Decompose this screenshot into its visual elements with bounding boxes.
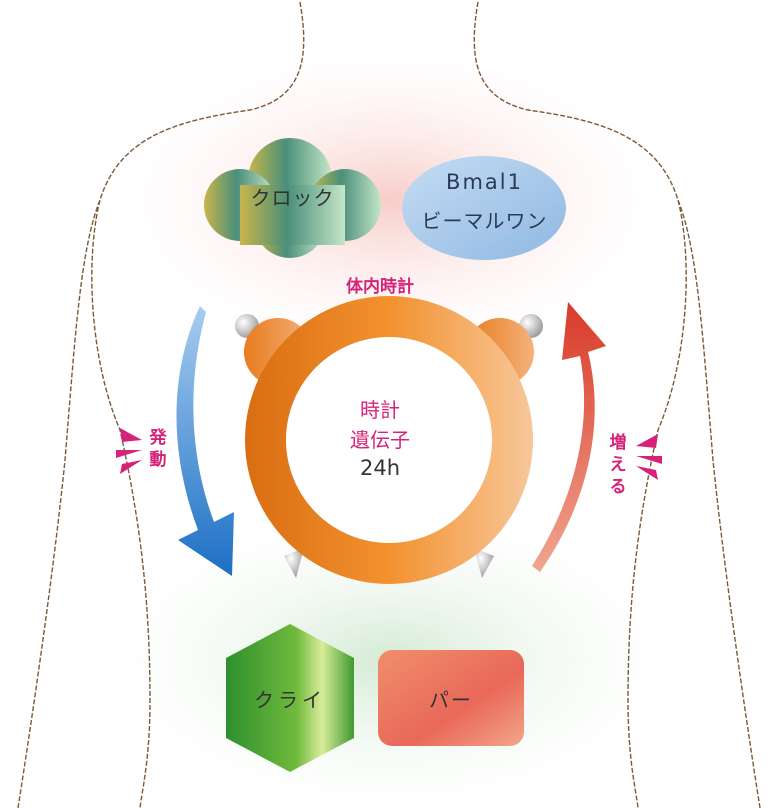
clock-title: 体内時計 xyxy=(346,277,414,297)
right-burst-icon xyxy=(636,434,662,480)
rect-label: パー xyxy=(429,688,473,712)
hexagon-label: クライ xyxy=(254,688,326,712)
clock-center-line1: 時計 xyxy=(360,398,400,422)
per-rect xyxy=(378,650,524,746)
cloud-shape xyxy=(204,138,381,258)
up-arrow xyxy=(532,302,606,572)
clock-center-line3: 24h xyxy=(359,456,401,480)
left-burst-icon xyxy=(116,428,142,474)
clock-face xyxy=(286,337,492,543)
clock-center-line2: 遺伝子 xyxy=(350,428,410,452)
bmal-label-line2: ビーマルワン xyxy=(421,209,548,233)
clock-foot-left xyxy=(284,548,304,578)
down-arrow xyxy=(176,306,234,576)
right-vertical-label: 増える xyxy=(609,433,627,497)
bmal-ellipse xyxy=(402,156,566,260)
cry-hexagon xyxy=(226,624,354,772)
cloud-label: クロック xyxy=(250,186,335,210)
body-outline xyxy=(17,1,761,808)
top-glow xyxy=(90,30,690,370)
left-vertical-label: 発動 xyxy=(149,428,167,470)
clock-foot-right xyxy=(474,548,494,578)
bmal-label-line1: Bmal1 xyxy=(446,170,523,194)
